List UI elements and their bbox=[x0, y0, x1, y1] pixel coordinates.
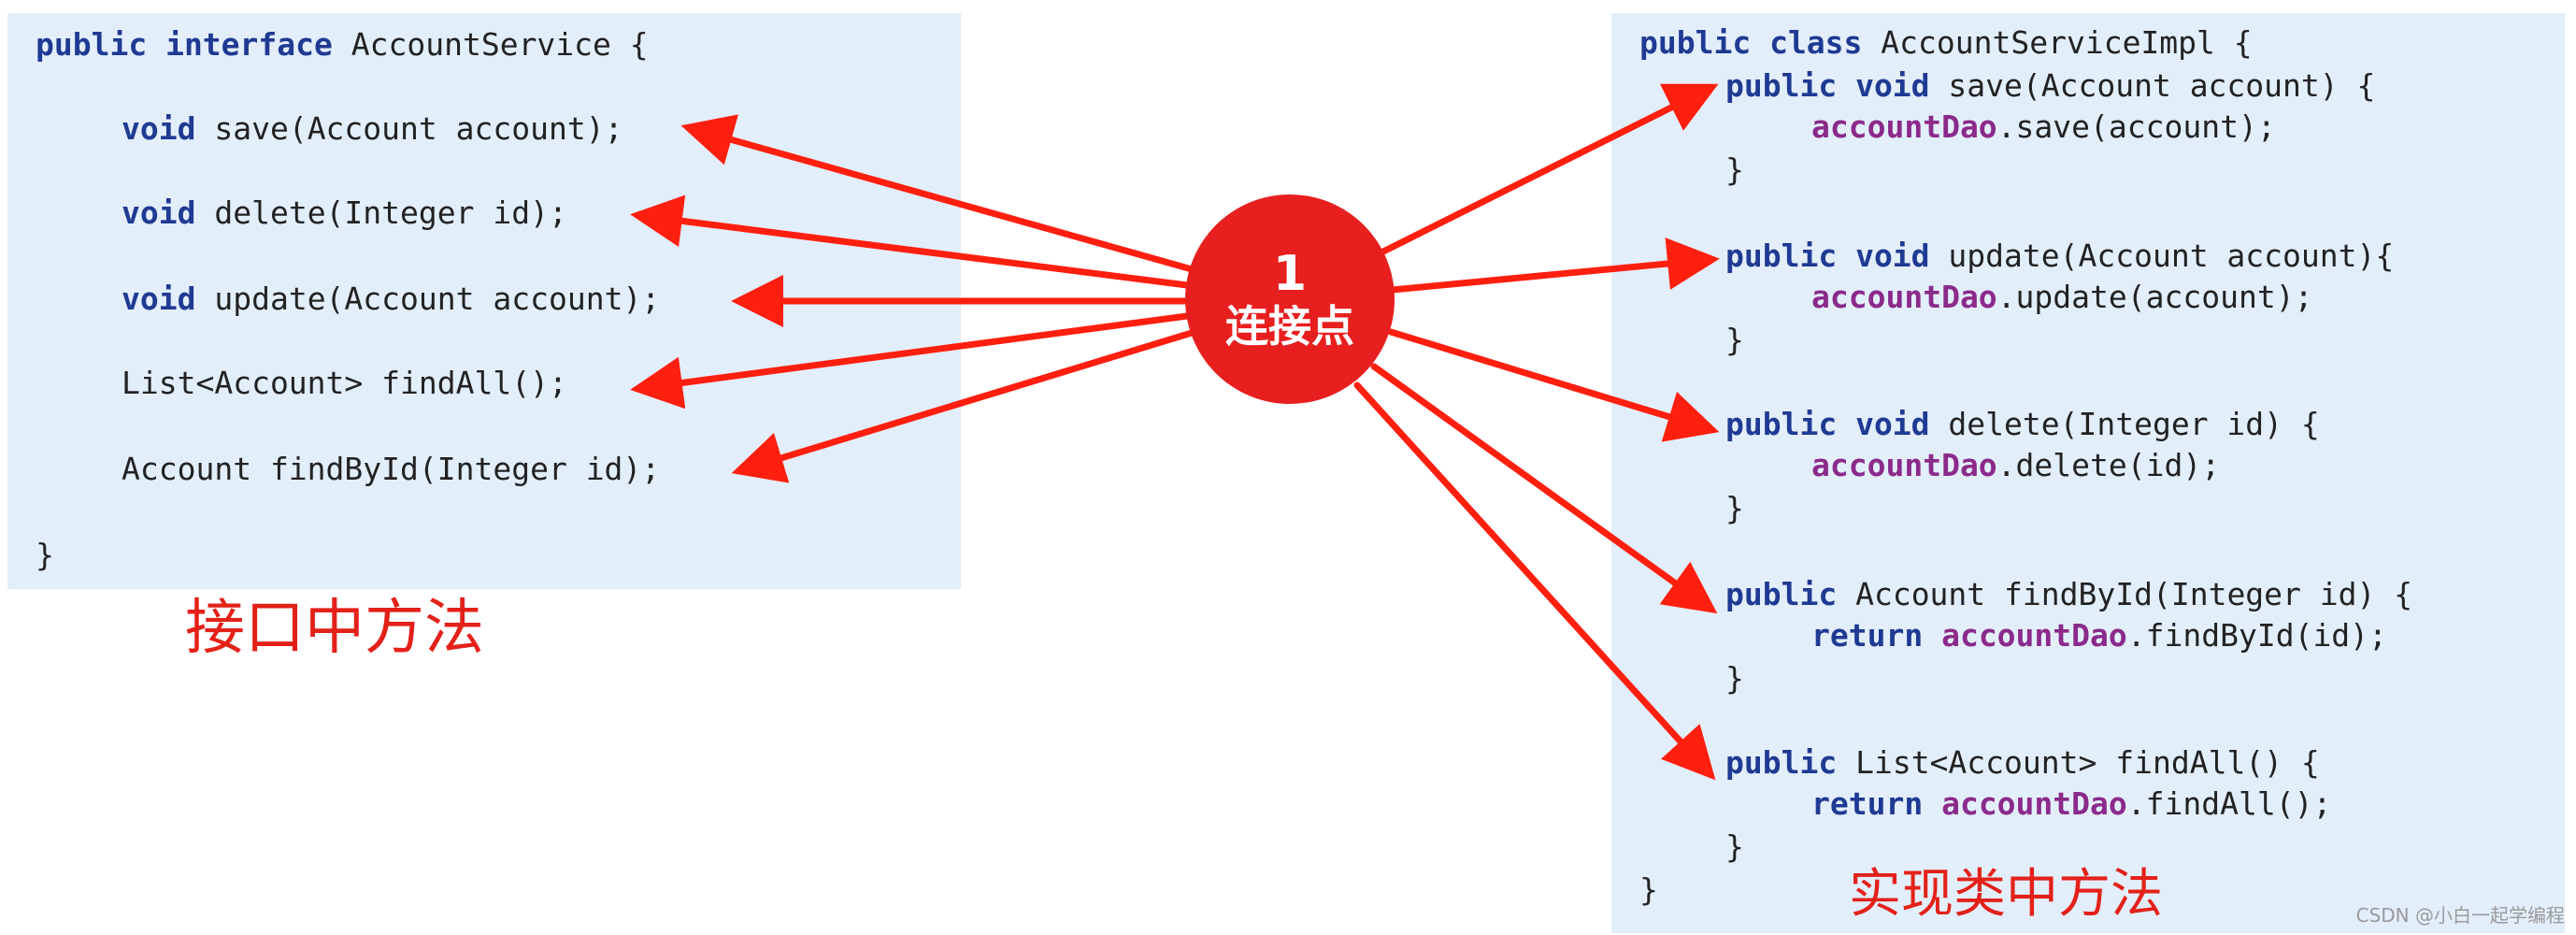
impl-method-delete-signature: public void delete(Integer id) { bbox=[1725, 406, 2320, 443]
code-text: AccountService { bbox=[332, 26, 649, 63]
arrow-to-interface-delete bbox=[630, 194, 1191, 289]
code-field: accountDao bbox=[1941, 617, 2127, 654]
interface-method-save: void save(Account account); bbox=[122, 110, 623, 148]
impl-method-delete-close: } bbox=[1725, 490, 1744, 526]
impl-method-findbyid-body: return accountDao.findById(id); bbox=[1811, 617, 2387, 654]
watermark: CSDN @小白一起学编程 bbox=[2355, 904, 2565, 927]
code-text: Account findById(Integer id); bbox=[122, 451, 661, 487]
code-keyword: public bbox=[1725, 744, 1838, 781]
impl-method-save-close: } bbox=[1725, 151, 1744, 188]
impl-method-update-close: } bbox=[1725, 322, 1744, 358]
code-text: .findAll(); bbox=[2126, 785, 2332, 822]
interface-header-line: public interface AccountService { bbox=[36, 26, 649, 64]
arrow-to-impl-update bbox=[1389, 237, 1720, 294]
arrow-to-interface-findall bbox=[630, 312, 1191, 410]
arrow-to-impl-findall bbox=[1353, 381, 1716, 781]
code-keyword: public bbox=[1725, 576, 1838, 612]
code-text: .findById(id); bbox=[2126, 617, 2387, 654]
code-keyword: void bbox=[122, 110, 196, 147]
impl-close-brace: } bbox=[1639, 871, 1658, 908]
code-text: delete(Integer id) { bbox=[1929, 406, 2320, 442]
code-text: delete(Integer id); bbox=[195, 194, 567, 231]
impl-method-save-signature: public void save(Account account) { bbox=[1725, 67, 2375, 105]
arrow-to-interface-findbyid bbox=[731, 329, 1195, 483]
code-field: accountDao bbox=[1811, 447, 1997, 483]
code-keyword: public interface bbox=[36, 26, 333, 63]
impl-method-update-body: accountDao.update(account); bbox=[1811, 279, 2312, 316]
impl-method-save-body: accountDao.save(account); bbox=[1811, 108, 2276, 146]
code-keyword: void bbox=[122, 194, 196, 231]
interface-method-delete: void delete(Integer id); bbox=[122, 194, 567, 232]
code-keyword: return bbox=[1811, 617, 1942, 654]
impl-method-update-signature: public void update(Account account){ bbox=[1725, 237, 2394, 275]
interface-method-findall: List<Account> findAll(); bbox=[122, 365, 567, 402]
code-field: accountDao bbox=[1941, 785, 2127, 822]
impl-method-findall-signature: public List<Account> findAll() { bbox=[1725, 744, 2320, 782]
code-text: List<Account> findAll(); bbox=[122, 365, 567, 401]
code-text: update(Account account); bbox=[195, 280, 661, 317]
code-keyword: return bbox=[1811, 785, 1942, 822]
code-text: List<Account> findAll() { bbox=[1837, 744, 2320, 781]
impl-method-findall-close: } bbox=[1725, 828, 1744, 865]
impl-method-findall-body: return accountDao.findAll(); bbox=[1811, 785, 2331, 823]
arrow-to-interface-save bbox=[680, 114, 1195, 273]
code-keyword: public void bbox=[1725, 67, 1930, 104]
code-keyword: public void bbox=[1725, 406, 1930, 442]
arrow-to-impl-save bbox=[1378, 83, 1719, 256]
code-field: accountDao bbox=[1811, 279, 1997, 315]
join-point-circle: 1 连接点 bbox=[1185, 194, 1395, 404]
join-point-label: 连接点 bbox=[1225, 301, 1354, 352]
interface-caption: 接口中方法 bbox=[185, 594, 484, 663]
code-text: save(Account account); bbox=[195, 110, 623, 147]
arrow-to-impl-findbyid bbox=[1370, 363, 1718, 614]
arrow-to-impl-delete bbox=[1387, 328, 1720, 442]
code-keyword: public class bbox=[1639, 24, 1863, 61]
interface-close-brace: } bbox=[36, 537, 54, 573]
impl-method-findbyid-signature: public Account findById(Integer id) { bbox=[1725, 576, 2412, 613]
code-text: .update(account); bbox=[1996, 279, 2313, 315]
code-text: save(Account account) { bbox=[1929, 67, 2376, 104]
code-text: Account findById(Integer id) { bbox=[1837, 576, 2413, 612]
code-text: AccountServiceImpl { bbox=[1862, 24, 2253, 61]
join-point-number: 1 bbox=[1272, 246, 1308, 302]
code-field: accountDao bbox=[1811, 108, 1997, 145]
code-keyword: public void bbox=[1725, 237, 1930, 274]
code-text: .delete(id); bbox=[1996, 447, 2221, 483]
impl-method-delete-body: accountDao.delete(id); bbox=[1811, 447, 2220, 484]
impl-header-line: public class AccountServiceImpl { bbox=[1639, 24, 2253, 62]
code-text: update(Account account){ bbox=[1929, 237, 2395, 274]
code-text: .save(account); bbox=[1996, 108, 2276, 145]
impl-caption: 实现类中方法 bbox=[1849, 864, 2163, 925]
impl-method-findbyid-close: } bbox=[1725, 660, 1744, 697]
impl-code-panel: public class AccountServiceImpl { public… bbox=[1611, 13, 2565, 933]
interface-method-update: void update(Account account); bbox=[122, 280, 660, 318]
code-keyword: void bbox=[122, 280, 196, 317]
interface-method-findbyid: Account findById(Integer id); bbox=[122, 451, 660, 488]
